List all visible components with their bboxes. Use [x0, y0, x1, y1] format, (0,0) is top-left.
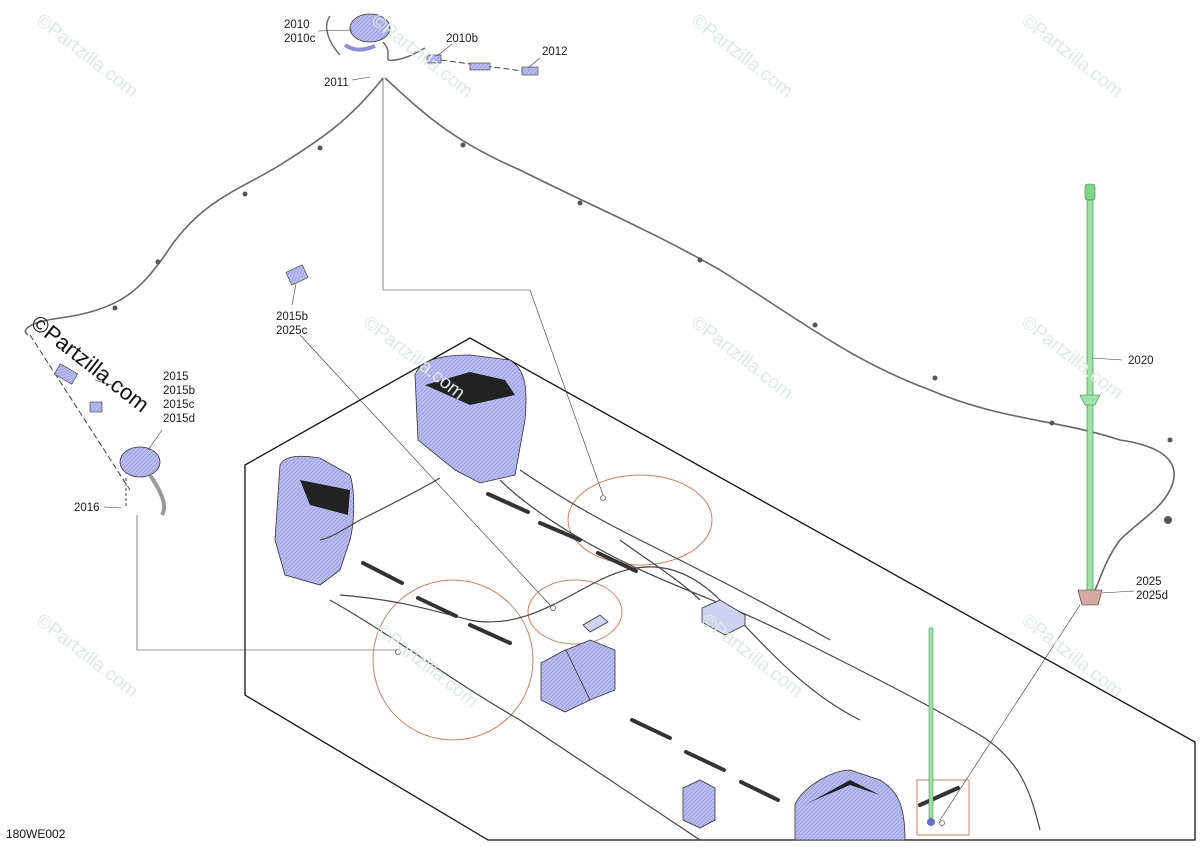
figure-code: 180WE002 — [6, 827, 66, 841]
callout-line: 2015 — [163, 371, 189, 383]
batteries — [540, 639, 716, 829]
callout-line: 2016 — [74, 502, 100, 514]
leader-lines — [94, 29, 1135, 594]
antenna-2020 — [1077, 183, 1103, 606]
callout-line: 2025c — [276, 325, 308, 337]
callout-line: 2011 — [324, 77, 349, 89]
light-bars — [361, 492, 960, 807]
lamp-housing-front — [794, 769, 906, 841]
callout-line: 2025 — [1136, 576, 1162, 588]
inner-antenna — [927, 627, 935, 826]
inner-harness — [319, 469, 1041, 841]
callout-line: 2015b — [163, 385, 195, 397]
callout-2010b[interactable]: 2010b — [446, 32, 478, 46]
beacon-2015 — [29, 334, 167, 517]
callout-2020[interactable]: 2020 — [1128, 354, 1154, 368]
callout-2015[interactable]: 2015 2015b 2015c 2015d — [163, 370, 195, 426]
callout-line: 2025d — [1136, 590, 1168, 602]
harness-clips — [112, 142, 1173, 524]
callout-line: 2012 — [542, 46, 568, 58]
callout-line: 2010b — [446, 33, 478, 45]
callout-line: 2015b — [276, 311, 308, 323]
beacon-2010 — [325, 13, 539, 76]
callout-line: 2015c — [163, 399, 195, 411]
callout-2015b-2025c[interactable]: 2015b 2025c — [276, 310, 308, 338]
callout-line: 2020 — [1128, 355, 1154, 367]
callout-2010[interactable]: 2010 2010c — [284, 18, 315, 46]
detail-circles — [372, 474, 970, 836]
callout-2025[interactable]: 2025 2025d — [1136, 575, 1168, 603]
callout-line: 2010 — [284, 19, 310, 31]
overhead-harness — [24, 77, 384, 336]
vehicle-outline — [244, 337, 1196, 841]
control-modules — [582, 599, 746, 636]
callout-2016[interactable]: 2016 — [74, 501, 100, 515]
callout-line: 2010c — [284, 33, 316, 45]
callout-2011[interactable]: 2011 — [324, 76, 349, 90]
callout-line: 2015d — [163, 413, 195, 425]
overhead-harness-right — [384, 77, 1175, 591]
lamp-housing-rear — [414, 354, 527, 484]
connector-2015b — [285, 264, 309, 286]
callout-2012[interactable]: 2012 — [542, 45, 568, 59]
lamp-housing-left — [274, 455, 355, 586]
